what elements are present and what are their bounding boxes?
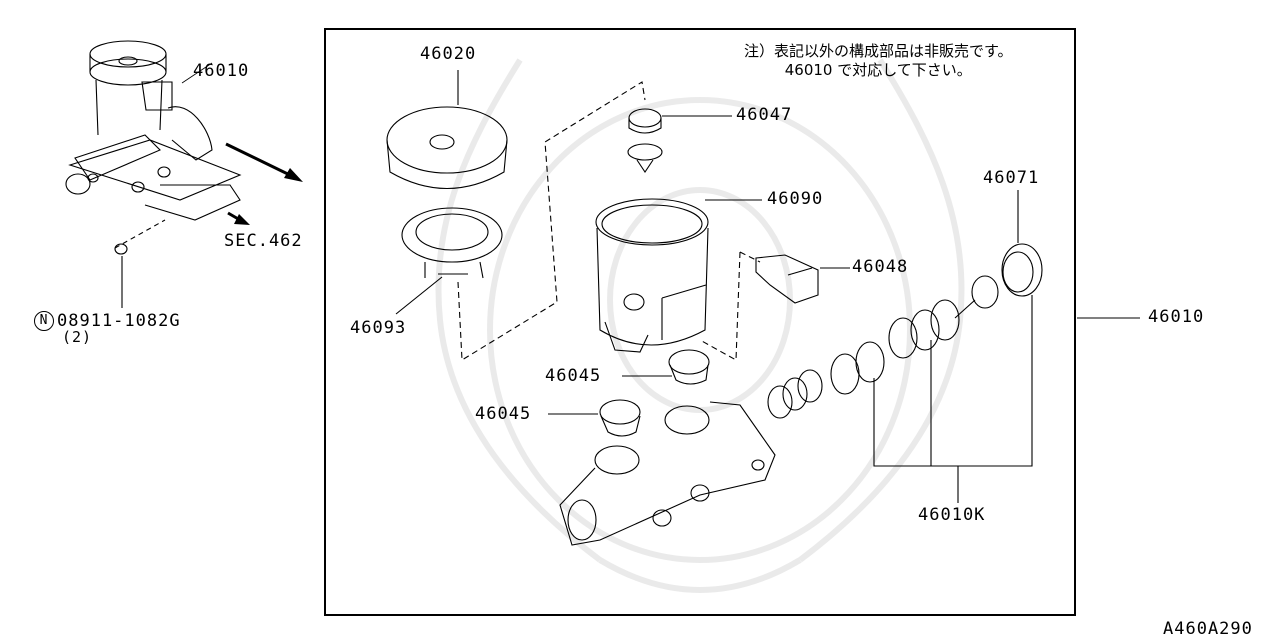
detail-frame xyxy=(324,28,1076,616)
n-symbol-icon: N xyxy=(34,311,54,331)
part-label-46047[interactable]: 46047 xyxy=(736,105,793,125)
nut-quantity: (2) xyxy=(62,328,93,346)
part-label-46045-upper[interactable]: 46045 xyxy=(545,366,602,386)
watermark-emblem xyxy=(435,58,965,593)
part-label-46010k[interactable]: 46010K xyxy=(918,505,986,525)
part-label-46090[interactable]: 46090 xyxy=(767,189,824,209)
part-label-46093[interactable]: 46093 xyxy=(350,318,407,338)
arrow-to-detail xyxy=(225,142,297,180)
note-line-2: 46010 で対応して下さい。 xyxy=(784,61,972,79)
part-46090-reservoir xyxy=(595,198,762,361)
section-ref-link[interactable]: SEC.462 xyxy=(224,231,303,251)
part-46048-connector xyxy=(755,254,850,304)
nut-part-number: 08911-1082G xyxy=(57,311,181,331)
part-label-46045-lower[interactable]: 46045 xyxy=(475,404,532,424)
part-46045-grommets xyxy=(548,349,710,437)
arrow-head-icon xyxy=(284,168,303,182)
part-label-46020[interactable]: 46020 xyxy=(420,44,477,64)
part-label-46010[interactable]: 46010 xyxy=(1148,307,1205,327)
part-46047-fastener xyxy=(627,108,732,173)
figure-code: A460A290 xyxy=(1163,619,1253,639)
note-line-1: 注）表記以外の構成部品は非販売です。 xyxy=(744,42,1013,60)
part-label-46048[interactable]: 46048 xyxy=(852,257,909,277)
note-text: 注）表記以外の構成部品は非販売です。 46010 で対応して下さい。 xyxy=(744,42,1013,80)
part-master-cylinder-body xyxy=(559,401,776,546)
overview-assembly-label[interactable]: 46010 xyxy=(193,61,250,81)
part-label-46071[interactable]: 46071 xyxy=(983,168,1040,188)
part-piston-kit xyxy=(767,190,1043,503)
part-46093-strainer xyxy=(395,81,646,361)
overview-master-cylinder xyxy=(65,40,242,308)
part-46020-cap xyxy=(386,70,508,190)
